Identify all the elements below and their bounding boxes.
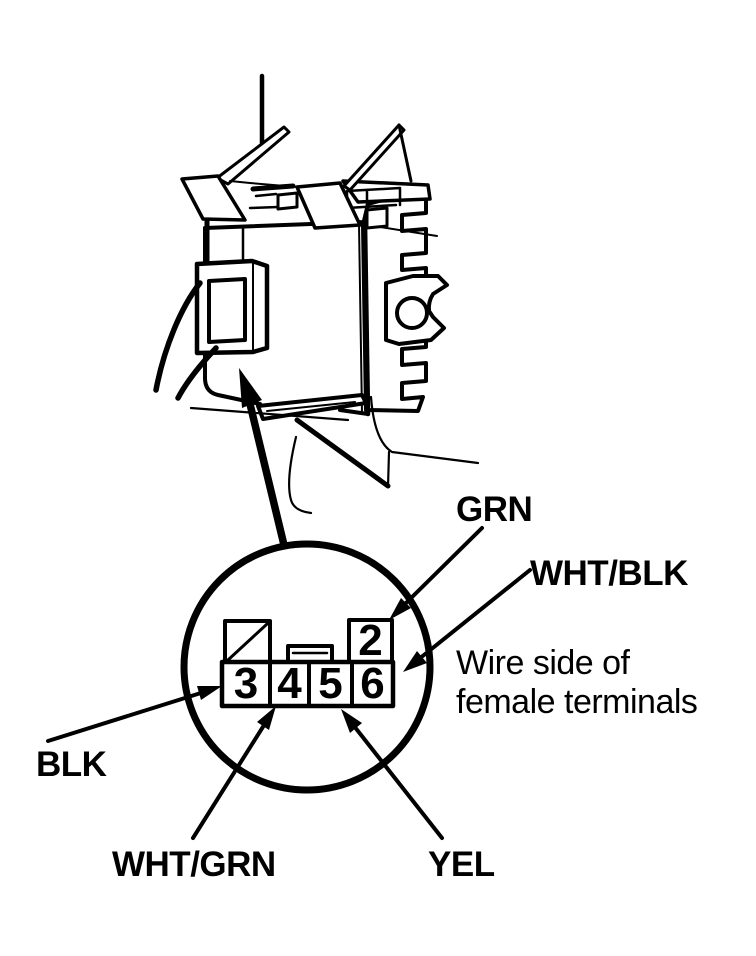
- mounting-bracket: [180, 123, 438, 265]
- note-line-2: female terminals: [456, 683, 698, 722]
- relay-unit-drawing: [153, 73, 480, 515]
- connector-shell: [194, 258, 270, 356]
- terminal-2-box: [347, 618, 394, 664]
- latch-detail: [250, 183, 296, 192]
- leader-yel: [341, 709, 444, 840]
- left-flange-blade: [215, 125, 291, 186]
- note-wire-side: Wire side of female terminals: [456, 644, 698, 722]
- terminal-row-dividers: [268, 660, 354, 708]
- wire-label-wht-grn: WHT/GRN: [112, 845, 276, 884]
- leader-wht-grn: [191, 706, 276, 840]
- pointer-arrowhead: [239, 368, 262, 408]
- terminal-label-4: 4: [277, 659, 302, 708]
- terminal-label-2: 2: [358, 616, 383, 665]
- wire-label-wht-blk: WHT/BLK: [530, 554, 688, 593]
- small-tab: [365, 206, 389, 230]
- bottom-connector: [256, 393, 368, 421]
- terminal-label-6: 6: [360, 659, 385, 708]
- bolt-hole: [395, 296, 429, 330]
- right-flange-blade: [342, 123, 406, 192]
- note-line-1: Wire side of: [456, 644, 630, 682]
- pointer-arrow: [239, 368, 288, 549]
- leader-grn: [389, 526, 484, 620]
- terminal-label-3: 3: [233, 659, 259, 708]
- mount-tab: [384, 274, 449, 346]
- terminal-1-blocked-slash: [226, 622, 269, 662]
- leader-wht-blk: [403, 568, 532, 672]
- panel-outline: [189, 395, 480, 515]
- harness-wires: [153, 280, 219, 401]
- connector-face: [219, 618, 396, 709]
- wire-label-yel: YEL: [428, 845, 495, 884]
- terminal-label-5: 5: [318, 659, 343, 708]
- leader-blk: [46, 686, 222, 743]
- right-flange-flap: [295, 181, 362, 230]
- wire-label-blk: BLK: [36, 745, 107, 784]
- shelf-board: [341, 179, 432, 204]
- left-flange-flap: [180, 174, 247, 222]
- wire-label-grn: GRN: [456, 490, 533, 529]
